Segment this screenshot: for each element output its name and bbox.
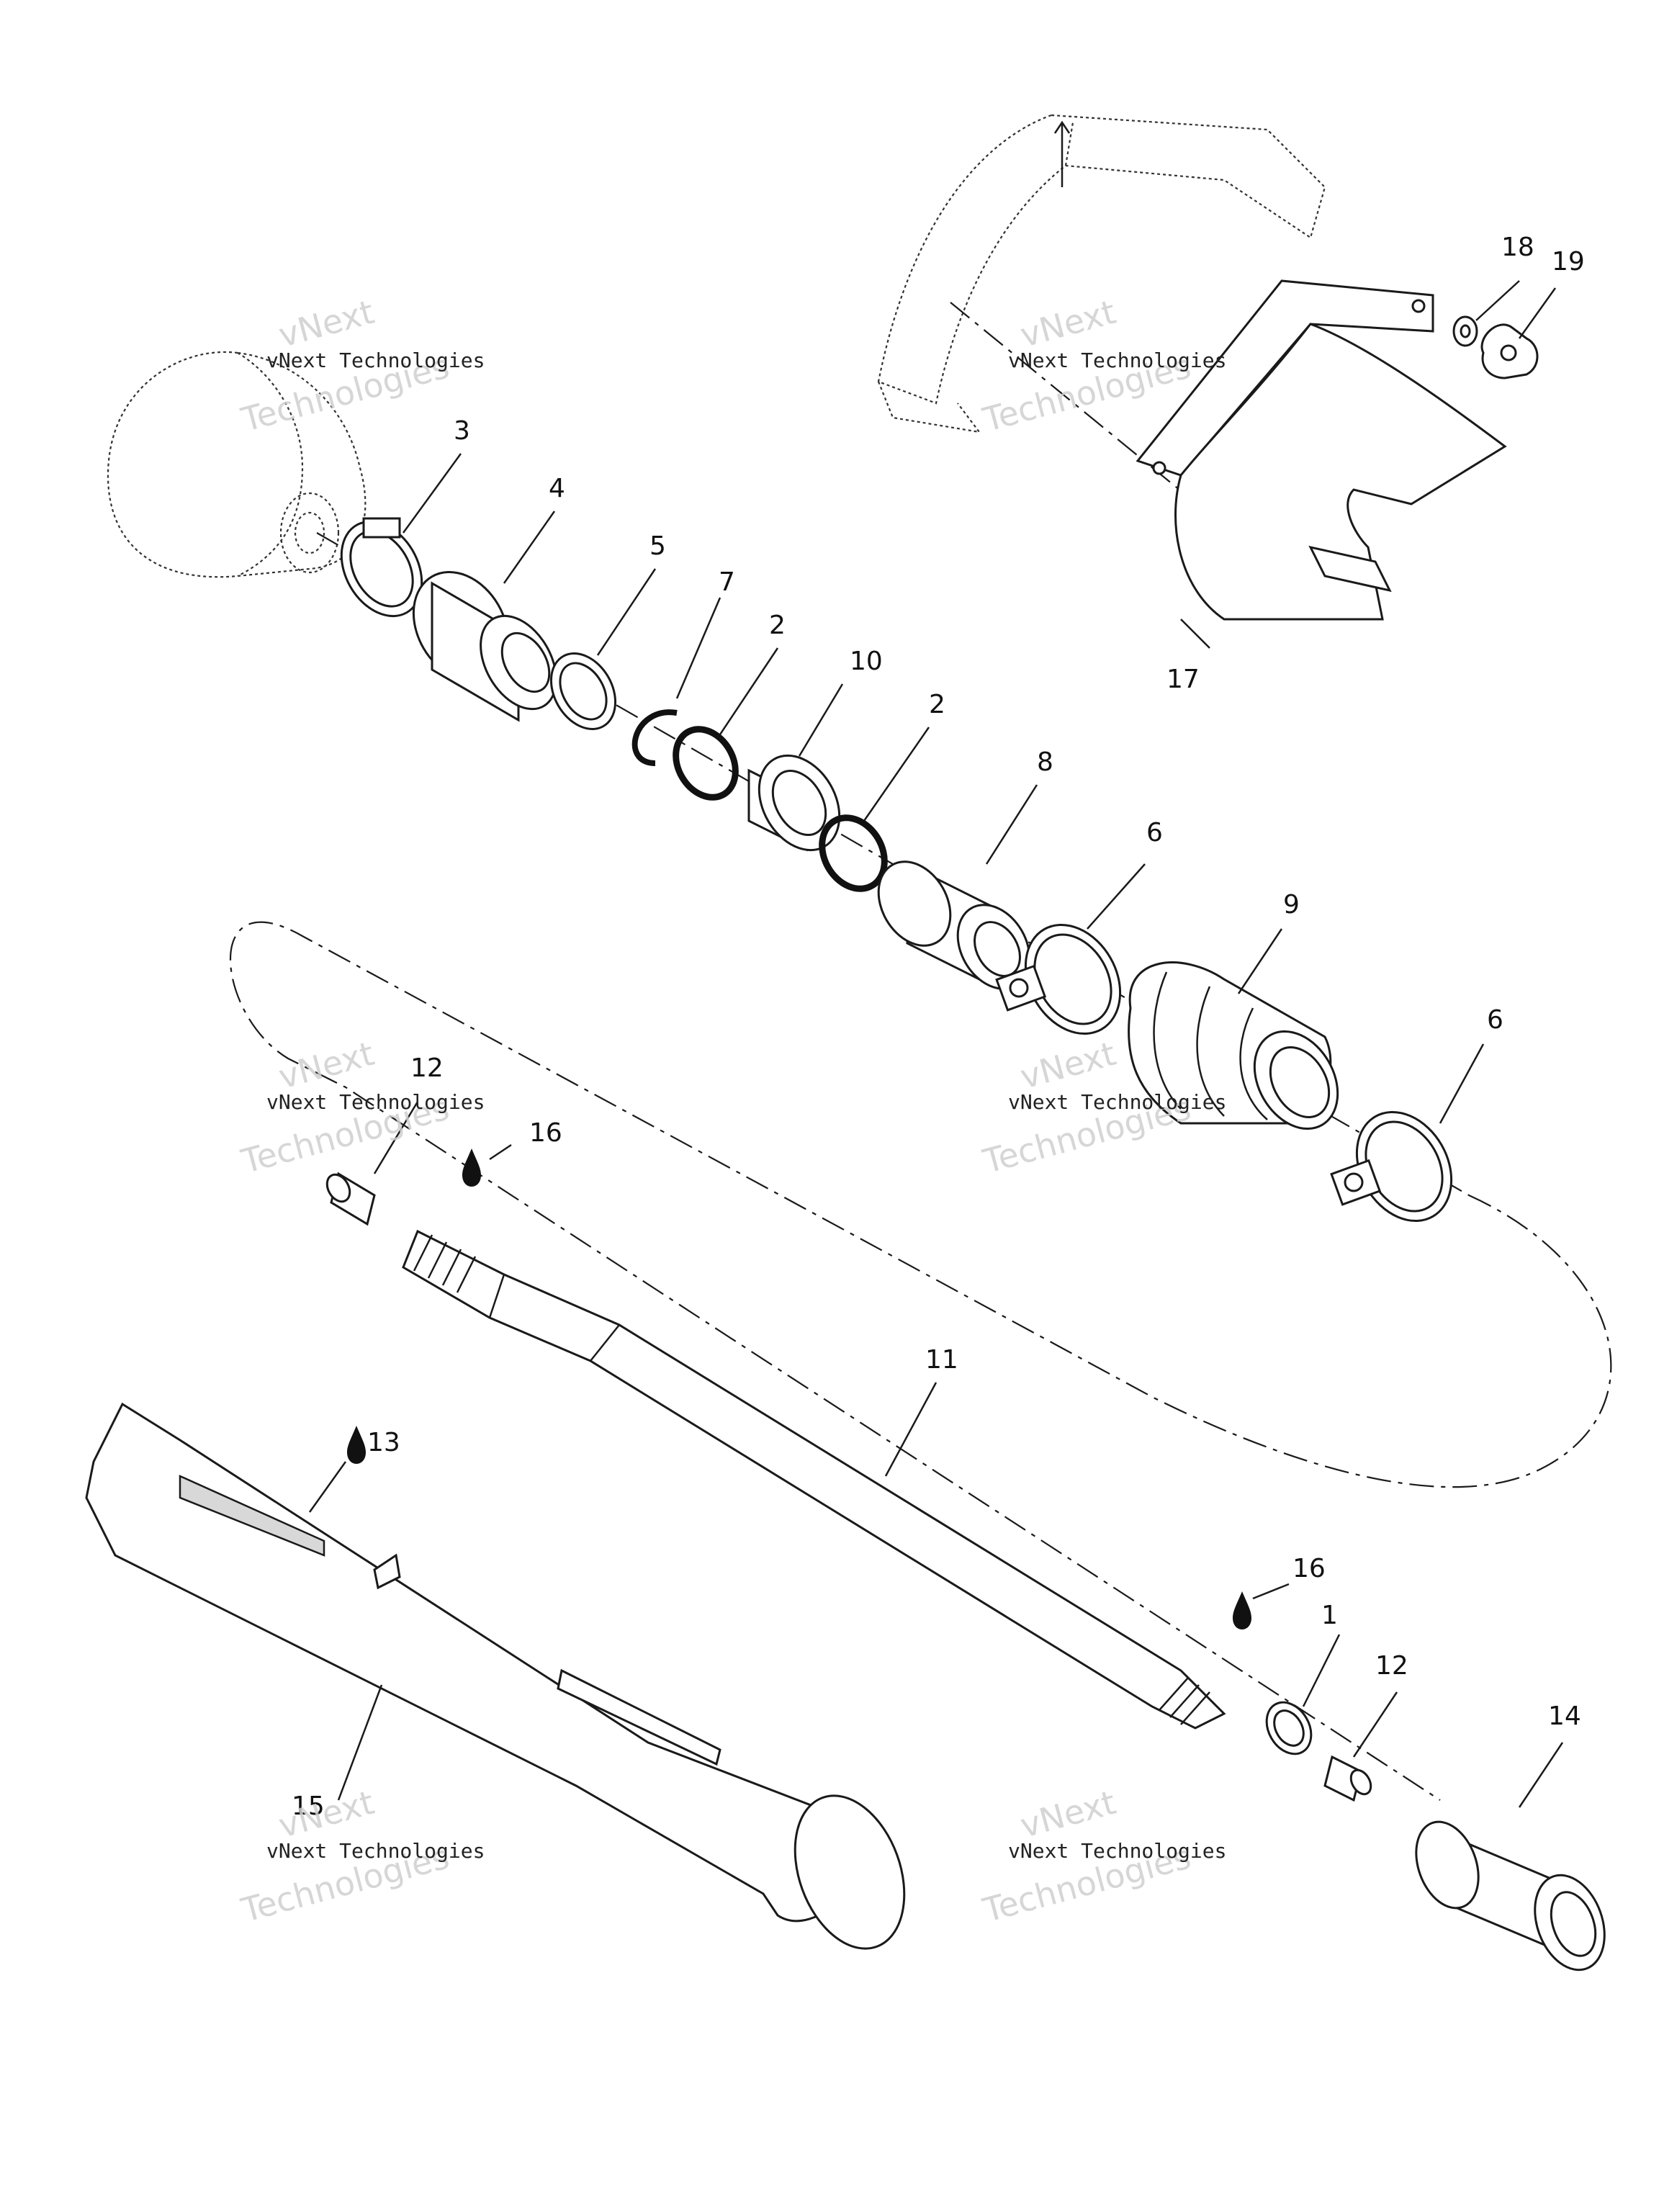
callout-11: 11 [925,1345,958,1375]
assembly-loop-path [229,921,1612,1801]
watermark-vnext: vNext [274,1783,378,1845]
watermark-text: vNext Technologies [1008,1839,1226,1863]
part-17-guard [1136,279,1507,621]
callout-7: 7 [719,567,735,597]
callout-2: 2 [929,690,945,719]
part-15-tube [85,1402,906,1950]
watermark-vnext: vNext [274,292,378,355]
callout-19: 19 [1552,247,1585,276]
callout-18: 18 [1501,233,1534,262]
part-1-washer [1265,1701,1313,1755]
part-6-hose-clamp-b [1330,1111,1453,1222]
part-8-sleeve [877,860,1031,990]
part-12-plug-upper [325,1172,376,1226]
callout-8: 8 [1037,747,1053,777]
watermark-vnext: vNext [1016,1783,1120,1845]
part-4-coupler [412,571,557,722]
watermark-text: vNext Technologies [1008,349,1226,372]
callout-3: 3 [454,416,470,446]
part-10-bushing [747,754,841,852]
callout-12: 12 [410,1053,444,1083]
oil-drop-icon [1233,1591,1251,1629]
callout-5: 5 [649,531,666,561]
callout-12: 12 [1375,1651,1408,1681]
watermark-text: vNext Technologies [266,1090,485,1114]
callout-6: 6 [1487,1005,1503,1035]
watermark-text: vNext Technologies [266,349,485,372]
callout-9: 9 [1283,890,1300,920]
part-3-clamp [340,517,423,618]
callout-10: 10 [850,647,883,676]
watermark-vnext: vNext [1016,1034,1120,1097]
callout-15: 15 [292,1791,325,1821]
guard-axis [950,302,1268,562]
callout-1: 1 [1321,1601,1338,1630]
part-7-circlip [631,709,678,766]
watermark-text: vNext Technologies [266,1839,485,1863]
oil-drop-icon [462,1148,481,1187]
ghost-engine-housing [107,351,367,578]
part-12-plug-lower [1323,1755,1372,1802]
part-9-bellows [1128,961,1339,1130]
callout-16: 16 [529,1118,562,1148]
callout-4: 4 [549,474,565,503]
part-2-o-ring-b [819,814,888,892]
part-5-clamp [549,652,617,730]
oil-drop-icon [347,1426,366,1464]
watermark-vnext: vNext [274,1034,378,1097]
callout-13: 13 [367,1428,400,1457]
part-18-washer [1452,315,1478,347]
watermark-vnext: vNext [1016,292,1120,355]
part-11-drive-shaft [402,1229,1226,1730]
callout-17: 17 [1166,665,1200,694]
part-19-wing-nut [1480,323,1539,379]
callout-6: 6 [1146,818,1163,848]
leader-lines [308,280,1564,1808]
callout-16: 16 [1292,1554,1326,1583]
callout-labels: 3 4 5 7 2 10 2 8 6 9 6 17 18 19 12 16 11… [292,233,1585,1821]
watermark-text: vNext Technologies [1008,1090,1226,1114]
part-14-bearing-housing [1415,1820,1606,1972]
part-6-hose-clamp-a [995,924,1122,1035]
part-2-o-ring-a [673,726,739,801]
callout-14: 14 [1548,1701,1581,1731]
ghost-hull-panel [877,114,1326,433]
callout-2: 2 [769,611,786,640]
